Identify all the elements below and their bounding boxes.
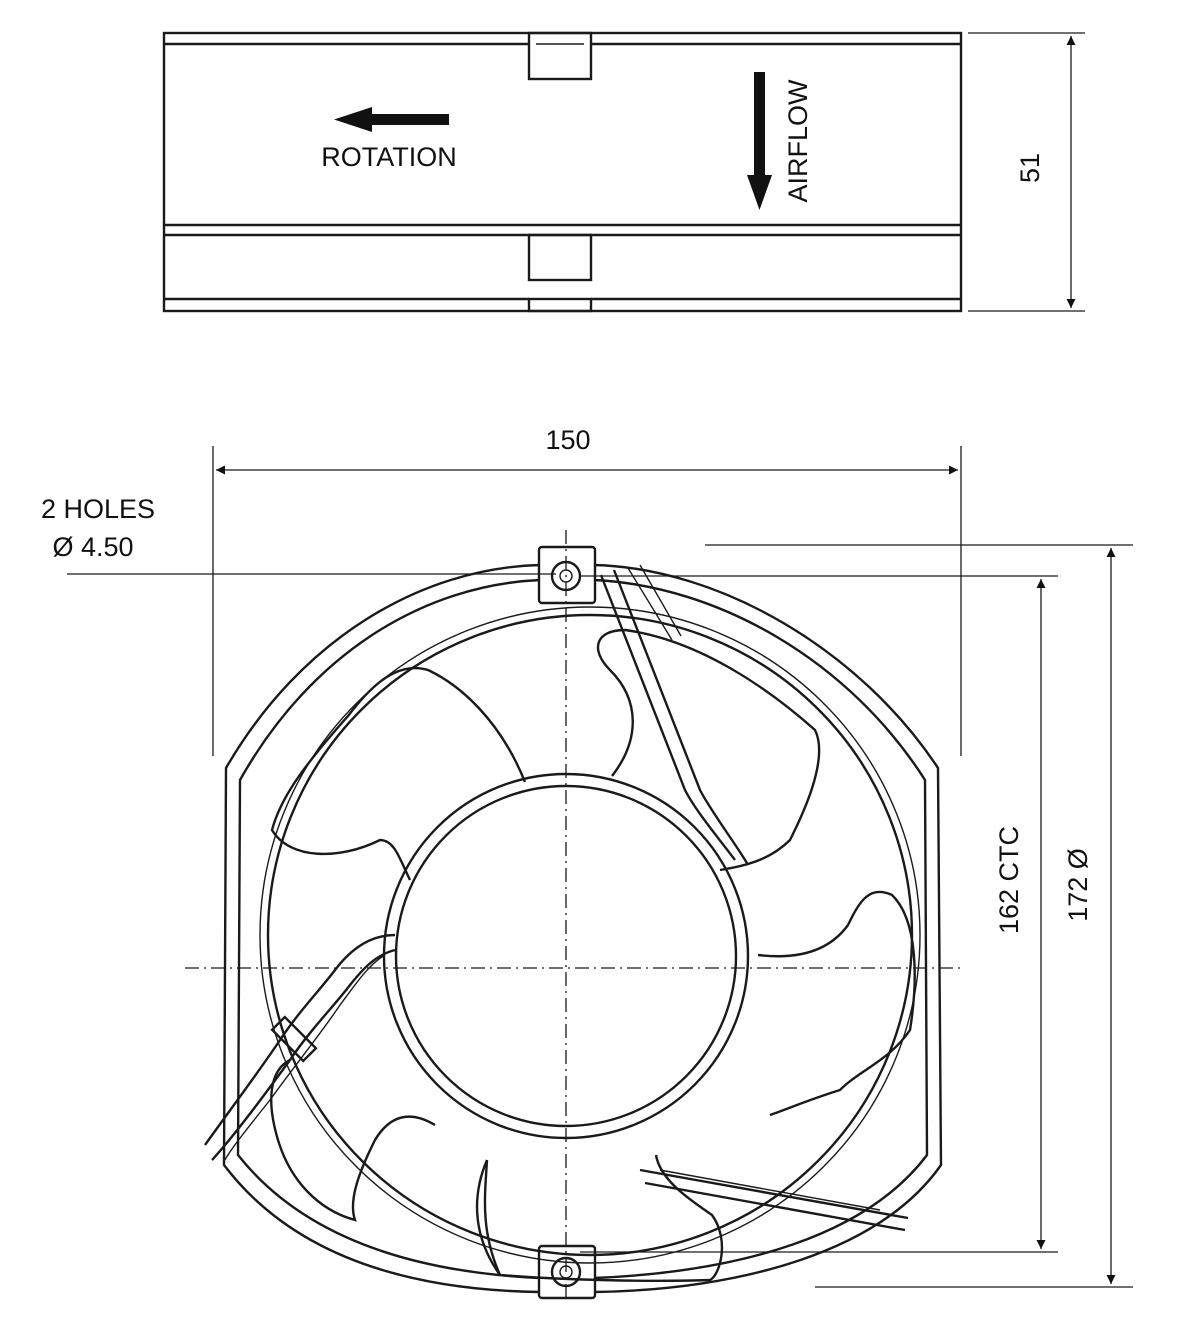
airflow-arrow-icon xyxy=(747,72,772,210)
width-dimension-label: 150 xyxy=(545,425,590,455)
venturi-ring xyxy=(259,606,921,1264)
depth-dimension-label: 51 xyxy=(1015,153,1045,183)
front-view: 150 2 HOLES Ø 4.50 xyxy=(41,425,1133,1300)
fan-frame xyxy=(222,545,943,1300)
diameter-dimension xyxy=(705,544,1133,1288)
power-cable xyxy=(204,933,396,1161)
ctc-dimension-label: 162 CTC xyxy=(994,826,1024,934)
support-struts xyxy=(599,564,909,1232)
width-dimension xyxy=(212,446,962,756)
rotation-arrow-icon xyxy=(334,107,449,132)
side-view: ROTATION AIRFLOW 51 xyxy=(162,31,1085,313)
depth-dimension xyxy=(968,32,1085,312)
rotation-label: ROTATION xyxy=(321,142,457,172)
impeller-blades xyxy=(270,628,916,1282)
airflow-label: AIRFLOW xyxy=(783,79,813,203)
side-view-housing xyxy=(162,31,963,313)
holes-label-line2: Ø 4.50 xyxy=(52,532,133,562)
ctc-dimension xyxy=(580,575,1058,1253)
holes-label-line1: 2 HOLES xyxy=(41,494,155,524)
diameter-dimension-label: 172 Ø xyxy=(1063,848,1093,922)
